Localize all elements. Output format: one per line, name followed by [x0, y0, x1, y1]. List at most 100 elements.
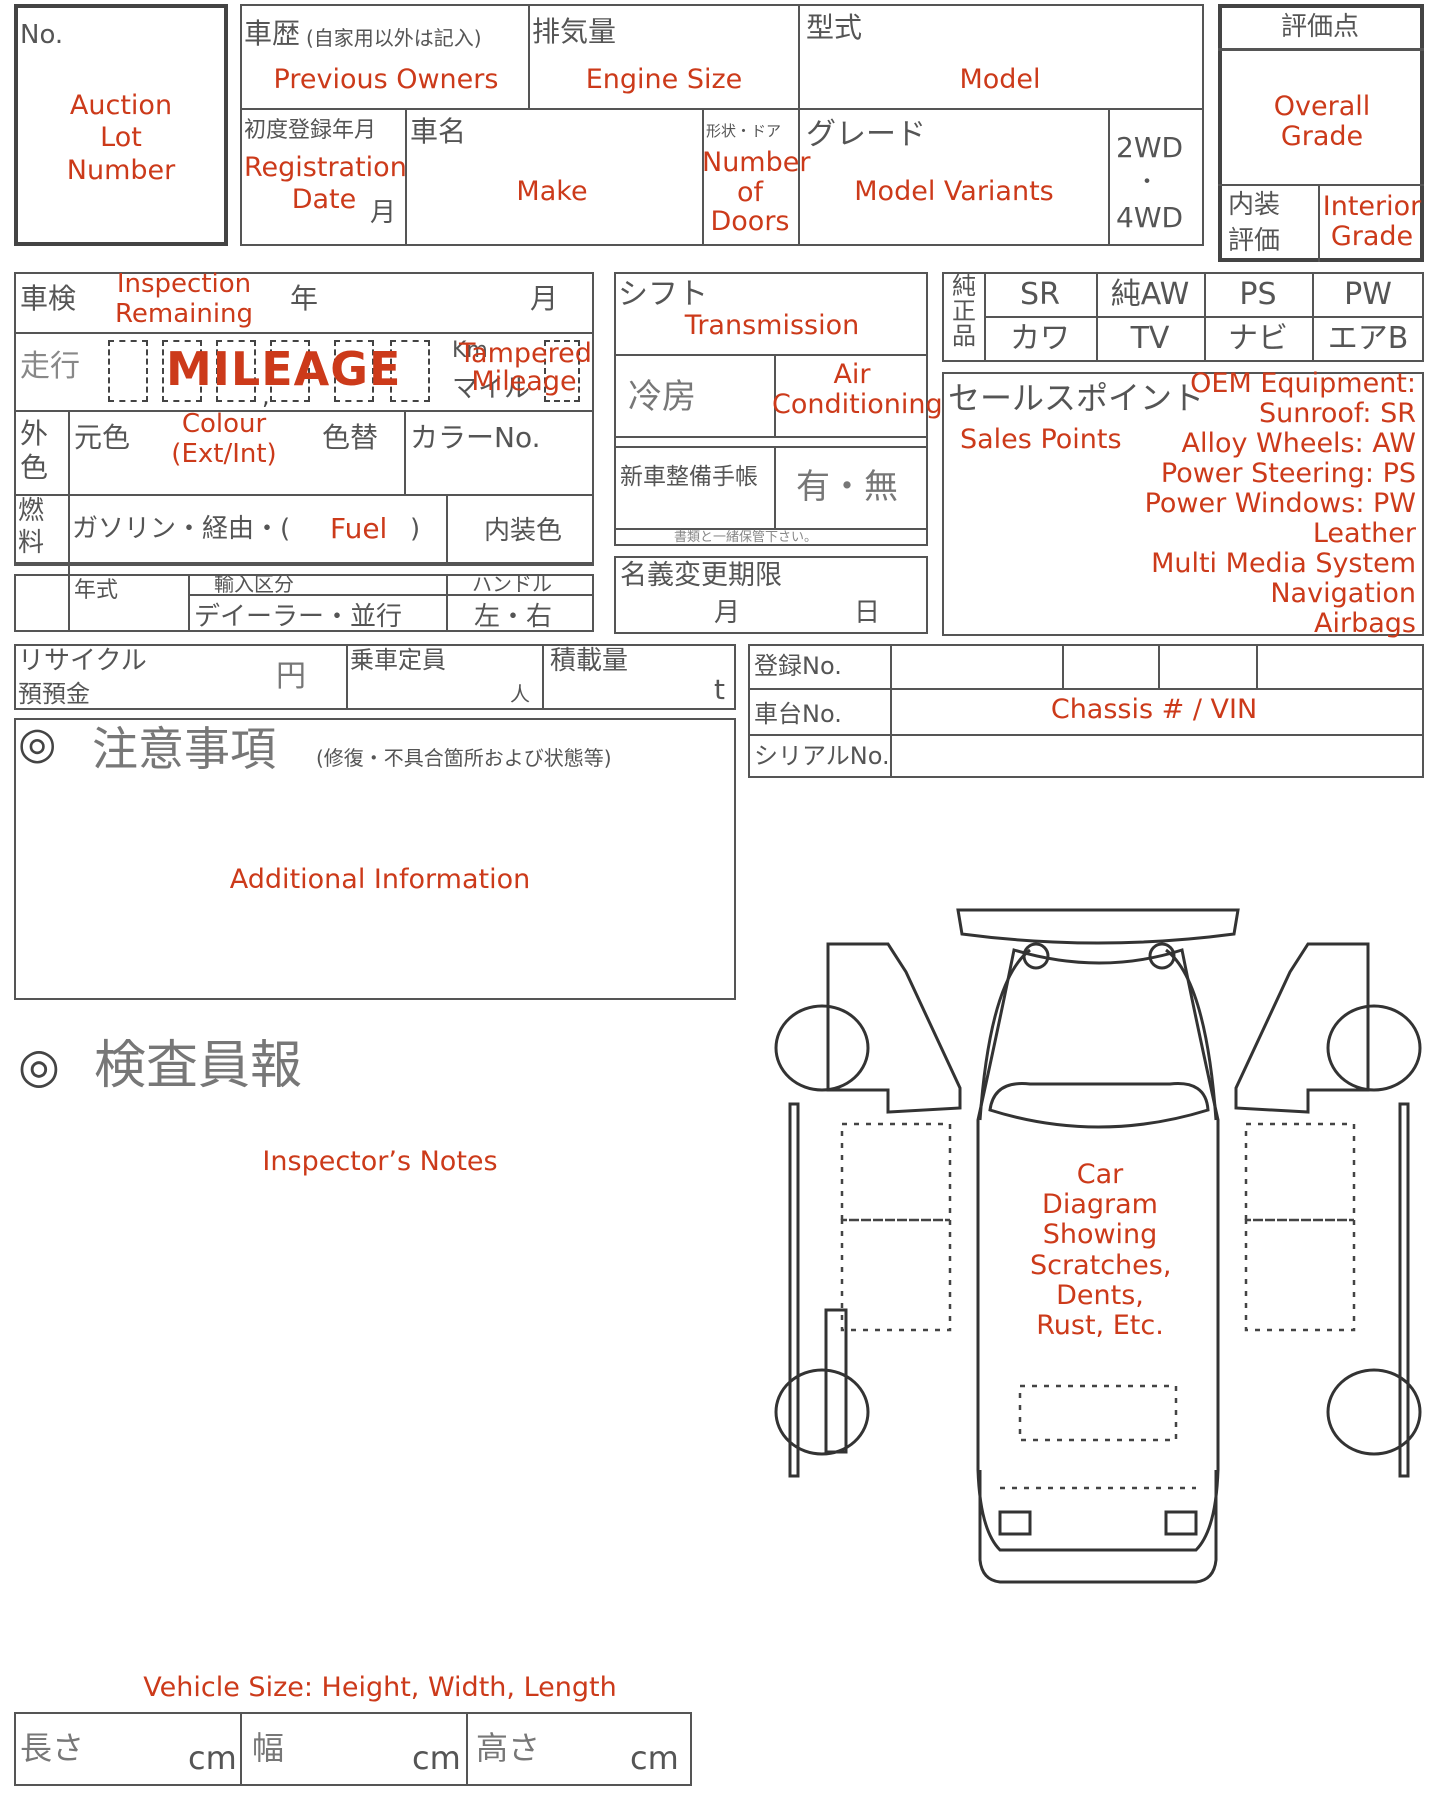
inspection-label: 車検 [20, 282, 77, 315]
sales-points-label: Sales Points [960, 424, 1122, 455]
height-label: 高さ [476, 1729, 541, 1767]
oem-line-7: Navigation [1270, 578, 1416, 609]
right-front-door [1234, 942, 1370, 1114]
history-label: 車歴 [244, 17, 301, 50]
header-main-box [240, 4, 1204, 246]
width-unit: cm [412, 1739, 461, 1777]
oem-line-3: Power Steering: PS [1160, 458, 1416, 489]
vehicle-size-box [14, 1712, 692, 1786]
recycle-label-1: リサイクル [18, 646, 147, 676]
recycle-row [14, 644, 736, 710]
length-unit: cm [188, 1739, 237, 1777]
name-change-day: 日 [854, 598, 881, 628]
inspectors-notes-label: Inspector’s Notes [262, 1146, 498, 1177]
left-right-label: 左・右 [474, 602, 553, 632]
chassis-vin-label: Chassis # / VIN [1050, 694, 1258, 725]
height-unit: cm [630, 1739, 679, 1777]
registration-date-label: Registration Date [244, 152, 407, 216]
rear-window [988, 1082, 1210, 1129]
option-navi: ナビ [1228, 321, 1288, 356]
fuel-label: Fuel [330, 512, 388, 545]
interior-color-label: 内装色 [484, 516, 563, 546]
yes-no-label: 有・無 [796, 467, 898, 507]
auction-lot-number-label: Auction Lot Number [66, 90, 176, 186]
person-label: 人 [510, 682, 530, 706]
oem-line-0: OEM Equipment: [1190, 368, 1416, 399]
load-label: 積載量 [550, 646, 629, 676]
oem-line-8: Airbags [1314, 608, 1416, 639]
option-airbag: エアB [1327, 321, 1409, 356]
engine-size-label: Engine Size [585, 64, 743, 95]
name-change-label: 名義変更期限 [620, 560, 782, 591]
vehicle-size-caption: Vehicle Size: Height, Width, Length [143, 1672, 617, 1703]
car-body [976, 948, 1220, 1552]
first-registration-label: 初度登録年月 [244, 118, 377, 143]
transmission-label: Transmission [684, 310, 860, 341]
lot-number-box [14, 4, 228, 246]
overall-grade-label: Overall Grade [1273, 91, 1371, 153]
option-sr: SR [1020, 277, 1060, 312]
length-label: 長さ [20, 1729, 85, 1767]
capacity-label: 乗車定員 [350, 646, 446, 674]
grade-label: グレード [806, 117, 926, 152]
serial-no-label: シリアルNo. [754, 742, 890, 770]
name-change-box [614, 556, 928, 634]
shape-doors-label: 形状・ドア [706, 122, 782, 140]
oem-line-4: Power Windows: PW [1144, 488, 1416, 519]
exterior-label-2: 色 [20, 451, 49, 484]
oem-line-2: Alloy Wheels: AW [1181, 428, 1416, 459]
inspector-label: 検査員報 [94, 1036, 303, 1096]
exterior-label-1: 外 [20, 417, 49, 450]
colour-label: Colour (Ext/Int) [171, 409, 277, 469]
km-label: Km [452, 338, 488, 363]
interior-label-1: 内装 [1228, 190, 1281, 220]
tampered-mileage-label: Tampered Mileage [459, 338, 592, 398]
make-label: Make [516, 176, 588, 207]
option-tv: TV [1130, 321, 1170, 356]
model-label: Model [959, 64, 1041, 95]
air-conditioning-label: Air Conditioning [772, 359, 943, 421]
chassis-no-label: 車台No. [754, 700, 842, 728]
inspection-month: 月 [530, 282, 559, 315]
caution-mark: ◎ [18, 718, 57, 769]
recycle-label-2: 預預金 [18, 680, 90, 708]
option-pw: PW [1344, 277, 1392, 312]
model-type-label: 型式 [806, 11, 863, 44]
oem-line-5: Leather [1312, 518, 1416, 549]
inspector-mark: ◎ [18, 1038, 60, 1094]
reg-month-label: 月 [370, 198, 397, 228]
displacement-label: 排気量 [532, 15, 617, 48]
name-change-month: 月 [714, 598, 741, 628]
inspection-year: 年 [290, 282, 319, 315]
ton-label: t [714, 673, 725, 706]
registration-numbers-box [748, 644, 1424, 778]
year-model-label: 年式 [74, 578, 119, 603]
yen-label: 円 [276, 659, 306, 694]
right-front-wheel [1326, 1004, 1422, 1092]
additional-information-label: Additional Information [229, 864, 531, 895]
import-label: 輸入区分 [214, 572, 294, 596]
left-front-door [826, 942, 962, 1114]
caution-label: 注意事項 [92, 722, 276, 776]
mileage-jp-label: 走行 [20, 349, 80, 384]
drive-dot: ・ [1136, 170, 1159, 195]
number-of-doors-label: Number of Doors [702, 147, 811, 238]
interior-grade-label: Interior Grade [1322, 191, 1422, 253]
model-variants-label: Model Variants [854, 176, 1054, 207]
middle-section-top [614, 272, 928, 546]
caution-sub: (修復・不具合箇所および状態等) [316, 746, 612, 770]
shift-label: シフト [618, 277, 708, 312]
fuel-label-2: 料 [18, 528, 45, 558]
original-color-label: 元色 [74, 421, 131, 454]
repaint-label: 色替 [322, 421, 379, 454]
fuel-types-label: ガソリン・経由・( [72, 514, 291, 544]
oem-line-6: Multi Media System [1151, 548, 1416, 579]
grade-box [1218, 4, 1424, 262]
color-no-label: カラーNo. [410, 421, 541, 454]
handle-label: ハンドル [472, 572, 552, 596]
option-aw: 純AW [1110, 277, 1190, 312]
no-label: No. [20, 20, 64, 50]
mileage-label: MILEAGE [166, 342, 402, 396]
right-rear-wheel [1326, 1368, 1422, 1456]
